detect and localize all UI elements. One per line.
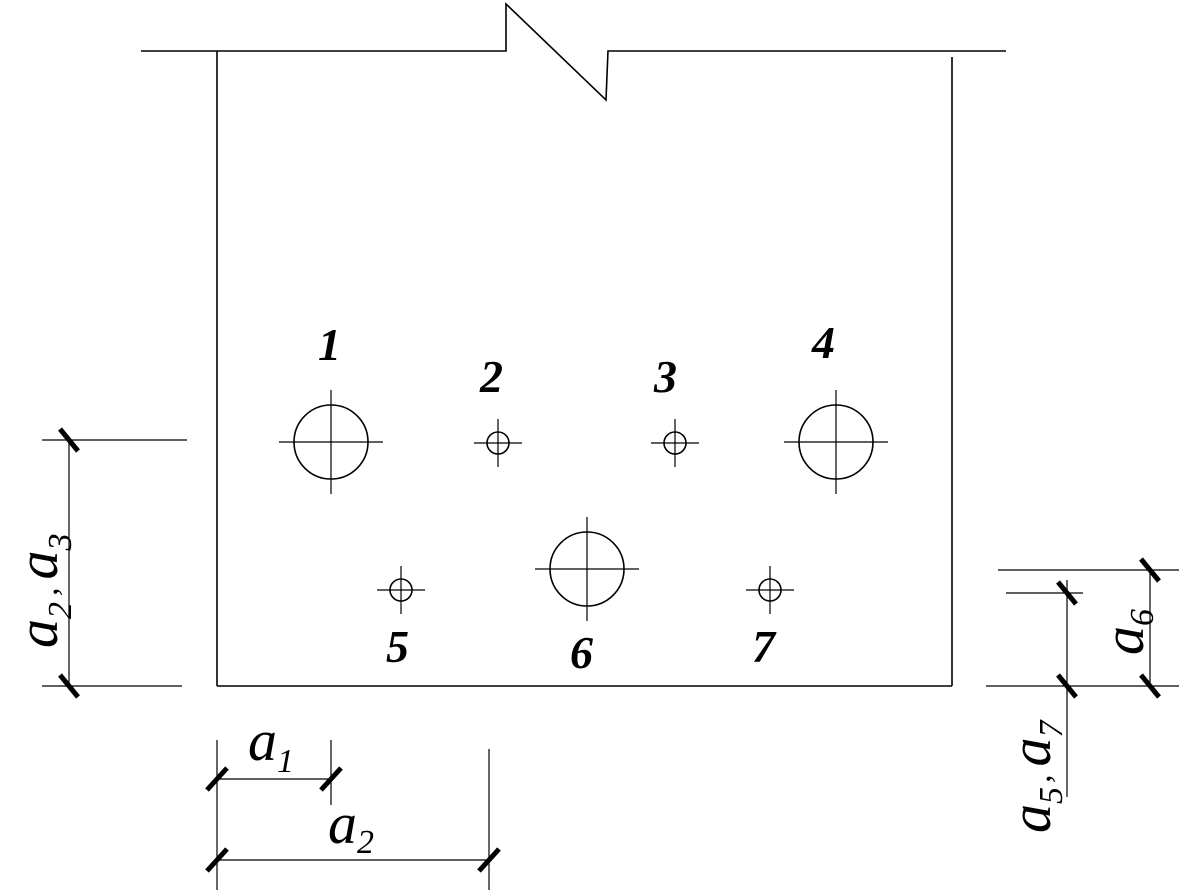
hole-4 bbox=[784, 390, 888, 494]
hole-label-7: 7 bbox=[752, 621, 777, 672]
hole-label-5: 5 bbox=[386, 621, 409, 672]
tick-right bbox=[477, 847, 501, 873]
hole-label-4: 4 bbox=[811, 317, 835, 368]
dimension-label-a2-a3: a2,a3 bbox=[5, 534, 79, 649]
dimension-label-a2: a2 bbox=[328, 791, 374, 861]
hole-label-2: 2 bbox=[479, 351, 503, 402]
dimension-label-a5-a7: a5,a7 bbox=[998, 719, 1070, 834]
tick-top bbox=[1139, 557, 1161, 583]
hole-label-6: 6 bbox=[570, 627, 593, 678]
tick-left bbox=[205, 766, 229, 792]
tick-bottom bbox=[58, 673, 80, 699]
tick-bottom bbox=[1139, 673, 1161, 699]
dimension-a6: a6 bbox=[986, 557, 1179, 699]
dimension-a1: a1 bbox=[205, 708, 343, 890]
holes-layer bbox=[279, 390, 888, 621]
dimension-a5-a7: a5,a7 bbox=[998, 580, 1083, 833]
dimension-label-a1: a1 bbox=[248, 708, 294, 780]
top-edge-with-break bbox=[141, 2, 1006, 102]
dimension-label-a6: a6 bbox=[1091, 609, 1161, 655]
hole-2 bbox=[474, 419, 522, 467]
hole-6 bbox=[535, 517, 639, 621]
tick-left bbox=[205, 847, 229, 873]
tick-right bbox=[319, 766, 343, 792]
tick-top bbox=[1056, 580, 1078, 606]
dimension-a2: a2 bbox=[205, 749, 501, 890]
tick-top bbox=[58, 427, 80, 453]
dimension-a2-a3-left: a2,a3 bbox=[5, 427, 187, 699]
hole-label-3: 3 bbox=[653, 351, 677, 402]
hole-7 bbox=[746, 566, 794, 614]
plate-outline bbox=[141, 2, 1006, 687]
hole-labels: 1 2 3 4 5 6 7 bbox=[318, 317, 835, 678]
hole-1 bbox=[279, 390, 383, 494]
hole-label-1: 1 bbox=[318, 319, 341, 370]
hole-5 bbox=[377, 566, 425, 614]
tick-bottom bbox=[1056, 673, 1078, 699]
hole-3 bbox=[651, 419, 699, 467]
